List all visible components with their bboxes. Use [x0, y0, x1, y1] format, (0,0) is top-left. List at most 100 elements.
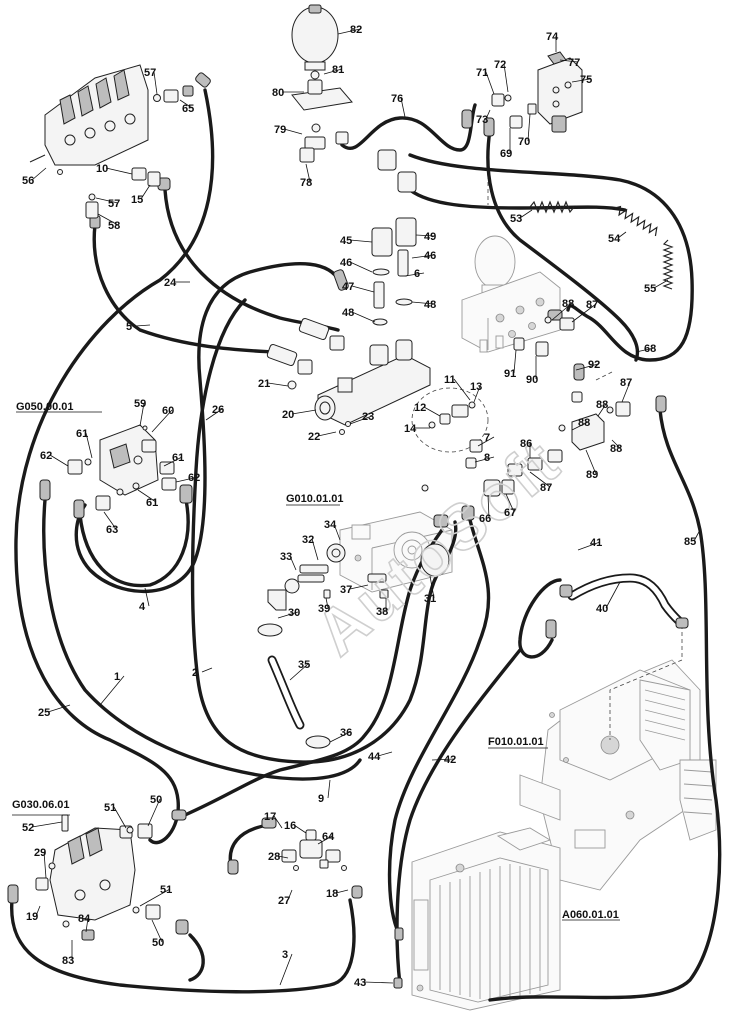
- hose-2: [190, 298, 458, 764]
- leader-line: [139, 888, 171, 907]
- leader-line: [333, 523, 341, 541]
- hose-26: [74, 262, 342, 594]
- leader-line: [140, 184, 151, 200]
- hose-3: [9, 898, 356, 994]
- part-number-label: 27: [278, 895, 290, 907]
- leader-line: [571, 303, 597, 323]
- part-number-label: 10: [96, 163, 108, 175]
- reference-code-label: A060.01.01: [562, 909, 619, 921]
- leader-line: [151, 919, 163, 943]
- leader-line: [335, 889, 349, 894]
- leader-line: [97, 213, 119, 226]
- hose-53: [408, 188, 627, 212]
- hose-end-fittings: [7, 72, 689, 989]
- leader-line: [349, 261, 373, 273]
- leader-line: [95, 197, 119, 204]
- part-number-label: 83: [62, 955, 74, 967]
- leader-line: [205, 408, 223, 421]
- hose-5: [92, 223, 274, 354]
- leader-line: [575, 363, 599, 371]
- leader-line: [585, 449, 597, 475]
- accumulator-82: [291, 4, 353, 163]
- reference-code-label: G010.01.01: [286, 493, 344, 505]
- part-number-label: 1: [114, 671, 120, 683]
- leader-line: [85, 917, 89, 933]
- leader-line: [611, 439, 621, 449]
- leader-line: [519, 209, 533, 219]
- leader-line: [113, 806, 127, 829]
- leader-line: [147, 798, 161, 827]
- leader-line: [135, 324, 151, 327]
- leader-line: [327, 779, 331, 799]
- part-number-label: 54: [608, 233, 621, 245]
- part-number-label: 65: [182, 103, 194, 115]
- leader-line: [429, 575, 435, 599]
- leader-line: [505, 493, 515, 513]
- part-number-label: 71: [476, 67, 488, 79]
- tee-fitting-64: [281, 829, 347, 871]
- leader-line: [317, 835, 333, 845]
- leader-line: [363, 981, 394, 984]
- leader-line: [31, 821, 63, 828]
- hose-76: [340, 103, 477, 152]
- leader-line: [323, 68, 343, 75]
- leader-line: [35, 905, 41, 917]
- leader-line: [291, 409, 317, 415]
- leader-line: [287, 889, 293, 901]
- leader-line: [325, 597, 329, 609]
- leader-line: [400, 97, 406, 118]
- leader-line: [47, 704, 71, 713]
- leader-line: [139, 402, 145, 427]
- leader-line: [635, 347, 655, 353]
- part-number-label: 32: [302, 534, 314, 546]
- part-number-label: 48: [424, 299, 436, 311]
- leader-line: [151, 409, 173, 433]
- part-number-label: 21: [258, 378, 270, 390]
- part-number-label: 87: [540, 482, 552, 494]
- leader-line: [175, 476, 199, 483]
- leader-line: [273, 815, 283, 829]
- control-valve-bank-top: [29, 64, 149, 175]
- part-number-label: 8: [484, 452, 490, 464]
- leader-line: [477, 436, 495, 447]
- part-number-label: 28: [268, 851, 280, 863]
- part-number-label: 36: [340, 727, 352, 739]
- leader-line: [513, 349, 517, 374]
- part-number-label: 31: [424, 593, 436, 605]
- reference-code-label: F010.01.01: [488, 736, 544, 748]
- part-number-label: 73: [476, 114, 488, 126]
- leader-line: [153, 71, 158, 95]
- leader-line: [349, 584, 369, 590]
- part-number-label: 33: [280, 551, 292, 563]
- part-number-label: 69: [500, 148, 512, 160]
- part-number-label: 91: [504, 368, 516, 380]
- part-number-label: 87: [586, 299, 598, 311]
- leader-line: [605, 581, 621, 609]
- leader-line: [485, 109, 491, 120]
- part-number-label: 56: [22, 175, 34, 187]
- part-number-label: 3: [282, 949, 288, 961]
- leader-line: [99, 675, 125, 706]
- part-number-label: 39: [318, 603, 330, 615]
- part-number-label: 81: [332, 64, 344, 76]
- leader-line: [283, 128, 303, 135]
- part-number-label: 92: [588, 359, 600, 371]
- leader-line: [474, 456, 495, 463]
- leader-line: [485, 71, 495, 95]
- hose-85: [488, 408, 722, 1002]
- leader-line: [103, 511, 117, 530]
- hose-69: [486, 128, 640, 362]
- part-number-label: 25: [38, 707, 50, 719]
- leader-line: [105, 167, 133, 175]
- part-number-label: 37: [340, 584, 352, 596]
- part-number-label: 89: [586, 469, 598, 481]
- part-number-label: 48: [342, 307, 354, 319]
- part-number-label: 51: [104, 802, 116, 814]
- leader-line: [349, 415, 373, 425]
- part-number-label: 34: [324, 519, 337, 531]
- part-number-label: 41: [590, 537, 602, 549]
- part-number-label: 75: [580, 74, 592, 86]
- hose-1: [42, 498, 362, 781]
